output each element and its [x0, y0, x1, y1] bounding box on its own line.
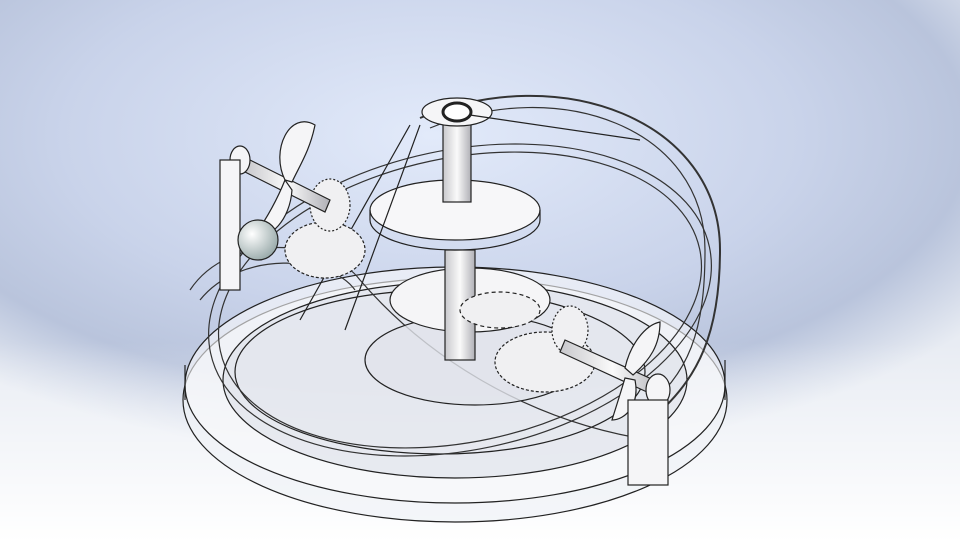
right-propeller [559, 321, 671, 486]
left-propeller [219, 121, 331, 291]
sphere [237, 219, 279, 261]
gears [284, 178, 596, 393]
